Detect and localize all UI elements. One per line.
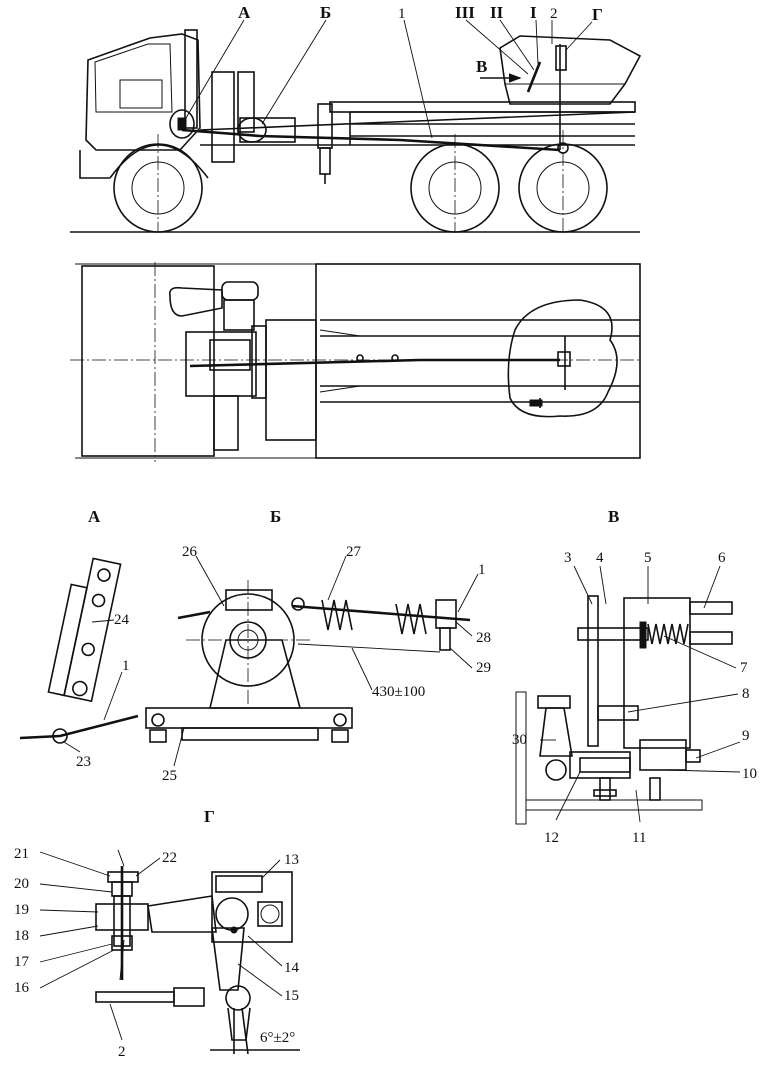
view-V-title: В [608,507,619,526]
callout-A-1: 1 [122,658,130,674]
callout-V-10: 10 [742,766,757,782]
truck-top-view [70,262,641,462]
view-B: Б 430±100 26 27 1 28 [145,507,491,784]
callout-G: Г [592,5,603,24]
callout-A-23: 23 [76,754,91,770]
callout-V-4: 4 [596,550,604,566]
callout-V-12: 12 [544,830,559,846]
callout-V-9: 9 [742,728,750,744]
callout-B-29: 29 [476,660,491,676]
callout-G-19: 19 [14,902,29,918]
callout-A: А [238,3,251,22]
callout-V-5: 5 [644,550,652,566]
callout-I: I [530,3,537,22]
callout-1: 1 [398,6,406,22]
callout-V-11: 11 [632,830,646,846]
callout-V-8: 8 [742,686,750,702]
callout-V-3: 3 [564,550,572,566]
callout-III: III [455,3,475,22]
callout-V-6: 6 [718,550,726,566]
callout-B-1: 1 [478,562,486,578]
view-A: А 24 1 23 [19,507,139,770]
callout-A-24: 24 [114,612,130,628]
callout-G-2: 2 [118,1044,126,1060]
view-G: Г 6°±2° [14,807,300,1060]
callout-B-25: 25 [162,768,177,784]
truck-side-view [70,29,642,233]
callout-B-28: 28 [476,630,491,646]
angle-G: 6°±2° [260,1030,295,1046]
callout-V: В [476,57,487,76]
callout-B-27: 27 [346,544,362,560]
callout-G-16: 16 [14,980,30,996]
callout-V-30: 30 [512,732,527,748]
callout-G-22: 22 [162,850,177,866]
view-G-title: Г [204,807,215,826]
callout-G-18: 18 [14,928,29,944]
callout-G-15: 15 [284,988,299,1004]
callout-B: Б [320,3,331,22]
view-V: В [512,507,757,846]
view-A-title: А [88,507,101,526]
callout-G-21: 21 [14,846,29,862]
callout-G-17: 17 [14,954,30,970]
callout-G-14: 14 [284,960,300,976]
callout-II: II [490,3,504,22]
main-callouts: А Б 1 III II I 2 Г В [185,3,603,139]
callout-2: 2 [550,6,558,22]
view-B-title: Б [270,507,281,526]
callout-G-20: 20 [14,876,29,892]
callout-G-13: 13 [284,852,299,868]
callout-B-26: 26 [182,544,198,560]
callout-V-7: 7 [740,660,748,676]
dimension-B: 430±100 [372,684,425,700]
